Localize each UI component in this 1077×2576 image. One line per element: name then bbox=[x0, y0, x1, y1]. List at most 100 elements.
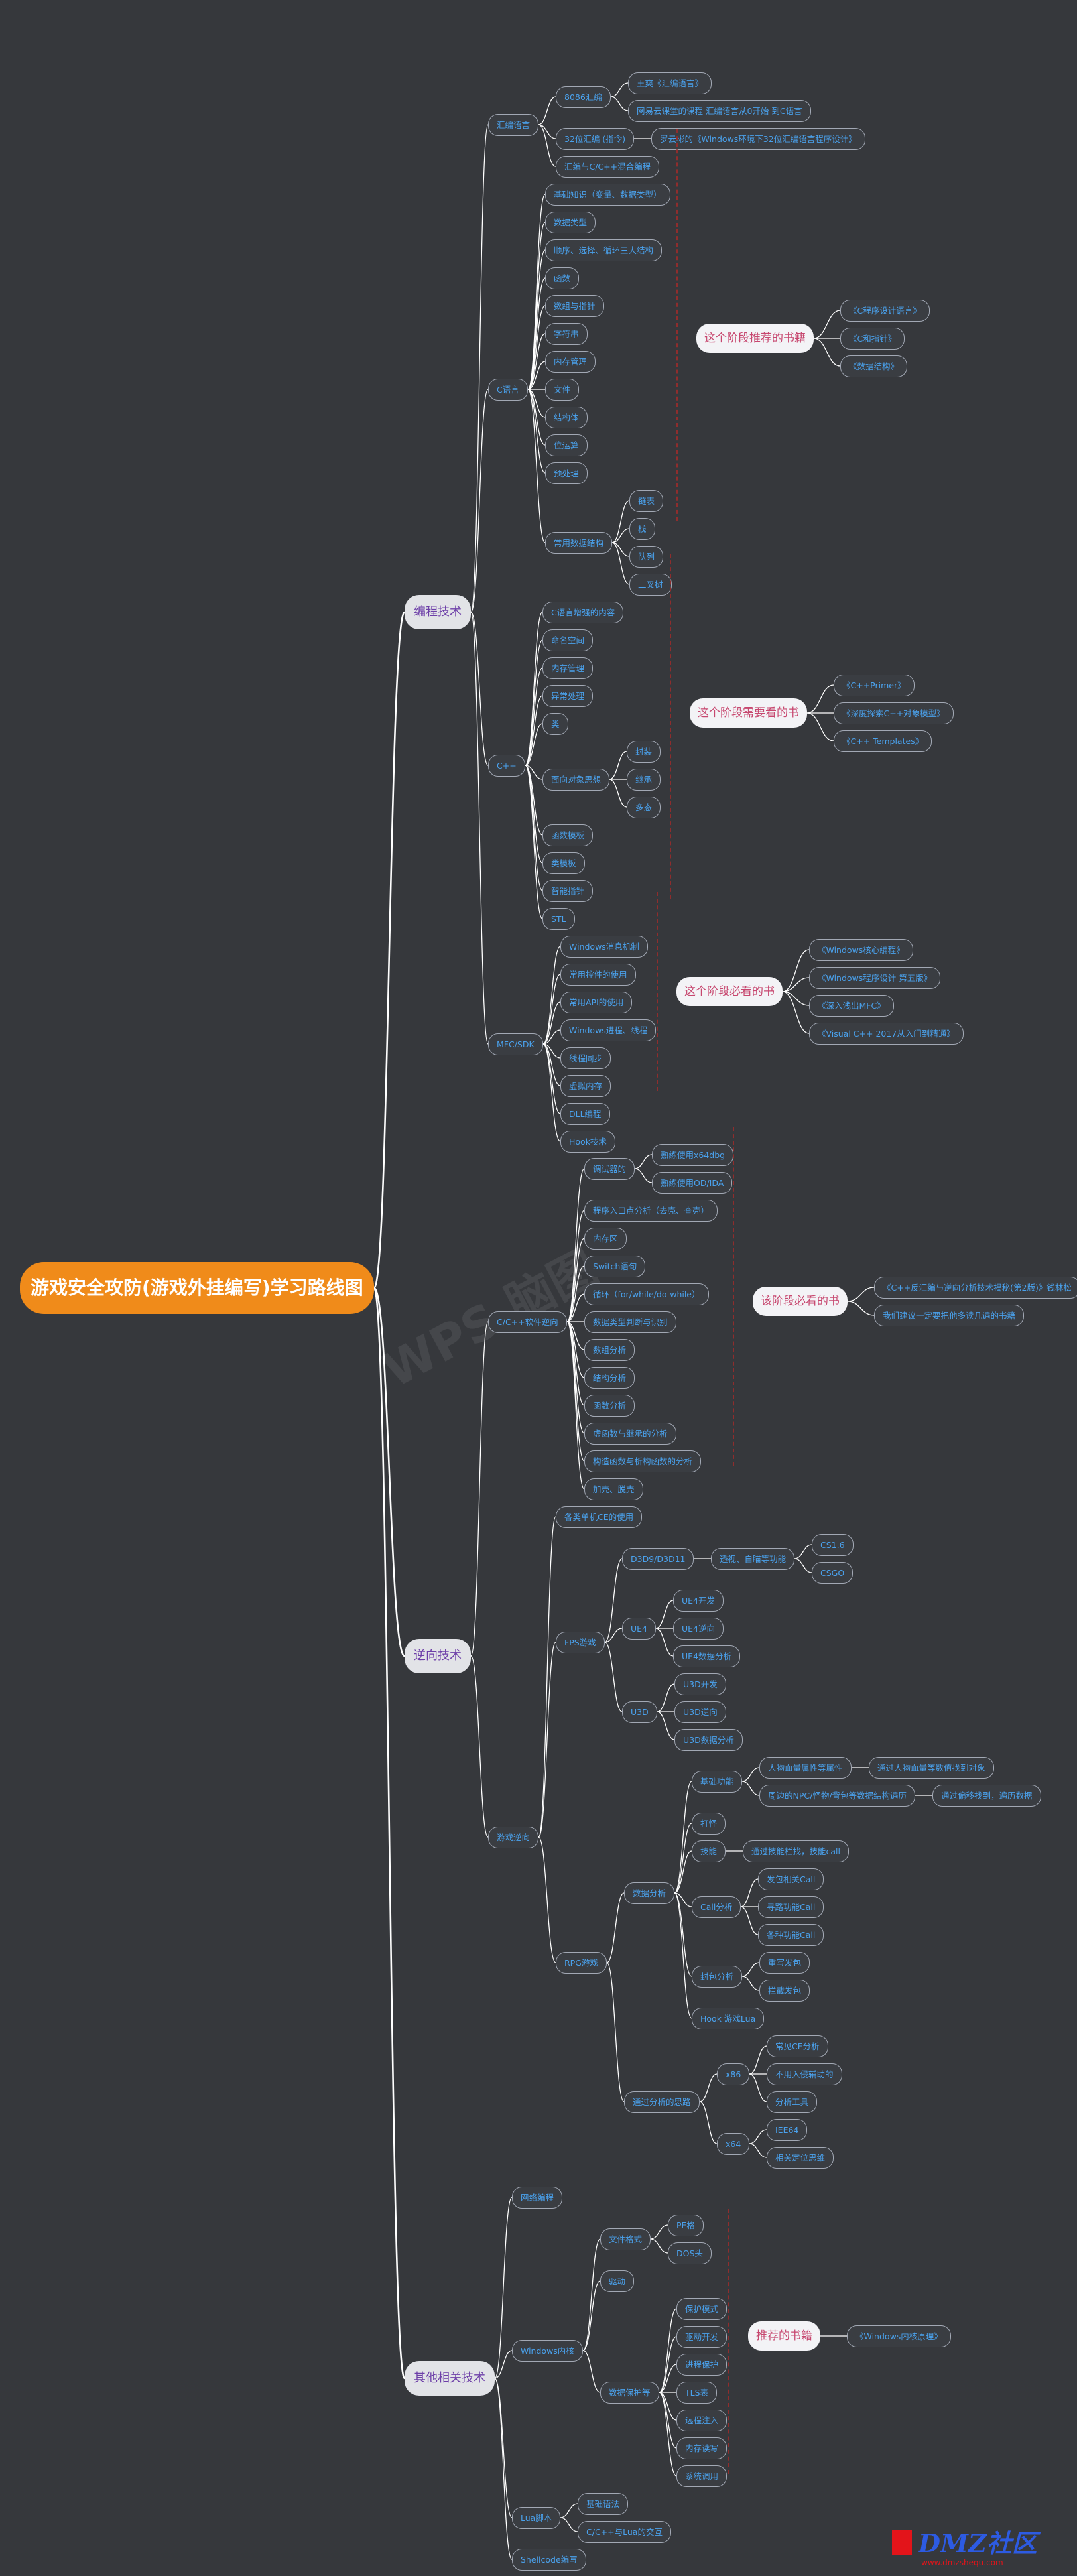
topic-node[interactable]: 网络编程 bbox=[512, 2186, 563, 2209]
topic-node[interactable]: STL bbox=[542, 907, 575, 930]
topic-node[interactable]: 常用API的使用 bbox=[560, 991, 633, 1013]
topic-node[interactable]: C++ bbox=[488, 754, 525, 777]
topic-node[interactable]: 封装 bbox=[627, 740, 661, 763]
topic-node[interactable]: U3D bbox=[622, 1701, 657, 1723]
topic-node[interactable]: 常用控件的使用 bbox=[560, 963, 636, 986]
topic-node[interactable]: 周边的NPC/怪物/背包等数据结构遍历 bbox=[759, 1784, 916, 1807]
topic-node[interactable]: 函数 bbox=[545, 267, 580, 289]
topic-node[interactable]: 相关定位思维 bbox=[767, 2146, 834, 2169]
book-list-label[interactable]: 推荐的书籍 bbox=[748, 2321, 820, 2351]
topic-node[interactable]: Lua脚本 bbox=[512, 2506, 561, 2529]
book-item[interactable]: 《Windows核心编程》 bbox=[809, 938, 913, 961]
topic-node[interactable]: 字符串 bbox=[545, 322, 588, 345]
topic-node[interactable]: U3D数据分析 bbox=[674, 1728, 743, 1751]
topic-node[interactable]: Switch语句 bbox=[584, 1255, 646, 1277]
topic-node[interactable]: 链表 bbox=[629, 489, 664, 512]
topic-node[interactable]: 保护模式 bbox=[676, 2297, 728, 2320]
topic-node[interactable]: 调试器的 bbox=[584, 1157, 635, 1180]
topic-node[interactable]: 王爽《汇编语言》 bbox=[628, 72, 712, 94]
topic-node[interactable]: CS1.6 bbox=[812, 1533, 854, 1556]
topic-node[interactable]: Hook 游戏Lua bbox=[692, 2007, 765, 2029]
topic-node[interactable]: 虚拟内存 bbox=[560, 1074, 611, 1097]
topic-node[interactable]: RPG游戏 bbox=[556, 1951, 607, 1974]
topic-node[interactable]: 远程注入 bbox=[676, 2409, 728, 2431]
topic-node[interactable]: C/C++与Lua的交互 bbox=[578, 2520, 671, 2543]
topic-node[interactable]: 循环（for/while/do-while） bbox=[584, 1283, 709, 1305]
book-list-label[interactable]: 这个阶段需要看的书 bbox=[690, 698, 807, 728]
topic-node[interactable]: 数据类型判断与识别 bbox=[584, 1311, 676, 1333]
topic-node[interactable]: 打怪 bbox=[692, 1812, 726, 1835]
topic-node[interactable]: Call分析 bbox=[692, 1896, 741, 1918]
book-list-label[interactable]: 该阶段必看的书 bbox=[753, 1287, 848, 1316]
topic-node[interactable]: D3D9/D3D11 bbox=[622, 1547, 694, 1570]
topic-node[interactable]: 面向对象思想 bbox=[542, 768, 610, 791]
book-item[interactable]: 《Visual C++ 2017从入门到精通》 bbox=[809, 1022, 964, 1045]
topic-node[interactable]: 程序入口点分析（去壳、查壳） bbox=[584, 1199, 718, 1222]
topic-node[interactable]: Hook技术 bbox=[560, 1130, 615, 1153]
topic-node[interactable]: 加壳、脱壳 bbox=[584, 1478, 643, 1500]
topic-node[interactable]: 技能 bbox=[692, 1840, 726, 1862]
topic-node[interactable]: 智能指针 bbox=[542, 879, 594, 902]
book-item[interactable]: 我们建议一定要把他多读几遍的书籍 bbox=[874, 1304, 1025, 1326]
topic-node[interactable]: MFC/SDK bbox=[488, 1033, 543, 1055]
topic-node[interactable]: 内存管理 bbox=[542, 657, 594, 679]
topic-node[interactable]: 网易云课堂的课程 汇编语言从0开始 到C语言 bbox=[628, 99, 811, 122]
topic-node[interactable]: 通过人物血量等数值找到对象 bbox=[869, 1756, 994, 1779]
topic-node[interactable]: 通过分析的思路 bbox=[624, 2091, 700, 2113]
topic-node[interactable]: UE4数据分析 bbox=[673, 1645, 741, 1667]
topic-node[interactable]: PE格 bbox=[668, 2214, 704, 2236]
topic-node[interactable]: 数据分析 bbox=[624, 1882, 675, 1904]
topic-node[interactable]: 人物血量属性等属性 bbox=[759, 1756, 852, 1779]
topic-node[interactable]: 常见CE分析 bbox=[767, 2035, 828, 2057]
book-item[interactable]: 《C++Primer》 bbox=[834, 674, 915, 696]
book-item[interactable]: 《数据结构》 bbox=[840, 355, 908, 377]
book-item[interactable]: 《深入浅出MFC》 bbox=[809, 994, 894, 1017]
topic-node[interactable]: 游戏逆向 bbox=[488, 1826, 539, 1848]
book-item[interactable]: 《C和指针》 bbox=[840, 327, 905, 350]
topic-node[interactable]: 数组与指针 bbox=[545, 294, 604, 317]
topic-node[interactable]: CSGO bbox=[812, 1561, 854, 1584]
topic-node[interactable]: 队列 bbox=[629, 545, 664, 568]
topic-node[interactable]: 重写发包 bbox=[759, 1951, 810, 1974]
topic-node[interactable]: IEE64 bbox=[767, 2118, 808, 2141]
topic-node[interactable]: C语言增强的内容 bbox=[542, 601, 624, 623]
topic-node[interactable]: 发包相关Call bbox=[758, 1868, 824, 1890]
topic-node[interactable]: 虚函数与继承的分析 bbox=[584, 1422, 676, 1445]
topic-node[interactable]: 类模板 bbox=[542, 852, 585, 874]
book-item[interactable]: 《Windows程序设计 第五版》 bbox=[809, 966, 941, 989]
book-item[interactable]: 《C++反汇编与逆向分析技术揭秘(第2版)》钱林松 bbox=[874, 1276, 1077, 1299]
topic-node[interactable]: 文件 bbox=[545, 378, 580, 401]
book-item[interactable]: 《C++ Templates》 bbox=[834, 730, 932, 752]
topic-node[interactable]: 数组分析 bbox=[584, 1338, 635, 1361]
topic-node[interactable]: 8086汇编 bbox=[556, 86, 611, 108]
book-list-label[interactable]: 这个阶段推荐的书籍 bbox=[696, 324, 814, 353]
topic-node[interactable]: 类 bbox=[542, 712, 568, 735]
topic-node[interactable]: 函数分析 bbox=[584, 1394, 635, 1417]
topic-node[interactable]: 顺序、选择、循环三大结构 bbox=[545, 239, 663, 261]
topic-node[interactable]: Shellcode编写 bbox=[512, 2548, 586, 2571]
topic-node[interactable]: 基础知识（变量、数据类型） bbox=[545, 183, 670, 206]
topic-node[interactable]: 各类单机CE的使用 bbox=[556, 1506, 643, 1528]
topic-node[interactable]: Windows进程、线程 bbox=[560, 1019, 657, 1041]
topic-node[interactable]: 寻路功能Call bbox=[758, 1896, 824, 1918]
topic-node[interactable]: 分析工具 bbox=[767, 2091, 818, 2113]
topic-node[interactable]: TLS表 bbox=[676, 2381, 718, 2404]
topic-node[interactable]: UE4逆向 bbox=[673, 1617, 724, 1640]
topic-node[interactable]: 内存管理 bbox=[545, 350, 596, 373]
topic-node[interactable]: 多态 bbox=[627, 796, 661, 818]
book-item[interactable]: 《深度探索C++对象模型》 bbox=[834, 702, 954, 724]
topic-node[interactable]: x64 bbox=[717, 2132, 750, 2155]
topic-node[interactable]: 函数模板 bbox=[542, 824, 594, 846]
topic-node[interactable]: 位运算 bbox=[545, 434, 588, 456]
topic-node[interactable]: Windows消息机制 bbox=[560, 935, 648, 958]
topic-node[interactable]: 异常处理 bbox=[542, 684, 594, 707]
topic-node[interactable]: DOS头 bbox=[668, 2242, 712, 2264]
topic-node[interactable]: 结构分析 bbox=[584, 1366, 635, 1389]
topic-node[interactable]: 罗云彬的《Windows环境下32位汇编语言程序设计》 bbox=[651, 127, 865, 150]
topic-node[interactable]: 常用数据结构 bbox=[545, 531, 613, 554]
category-node[interactable]: 编程技术 bbox=[405, 595, 471, 629]
topic-node[interactable]: Windows内核 bbox=[512, 2339, 583, 2362]
book-list-label[interactable]: 这个阶段必看的书 bbox=[676, 977, 783, 1006]
topic-node[interactable]: 结构体 bbox=[545, 406, 588, 428]
topic-node[interactable]: U3D开发 bbox=[674, 1673, 726, 1695]
